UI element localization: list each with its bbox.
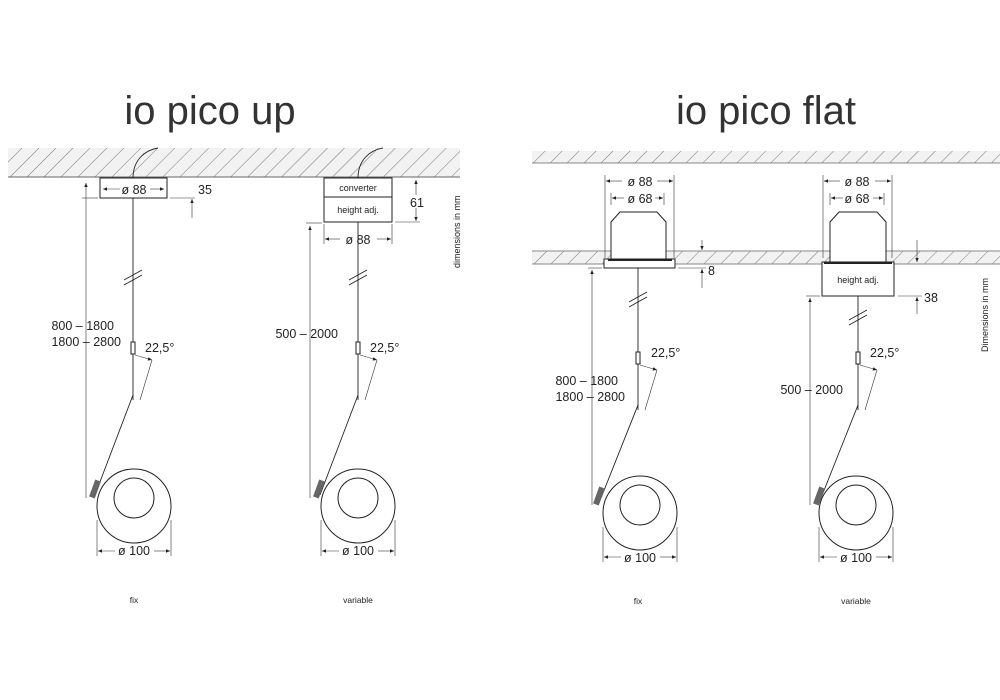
- flat-fix-drawing: ø 88 ø 68 8 22,5° 800 – 1800 1800 – 2800…: [555, 175, 715, 606]
- dim-diameter-outer: ø 88: [627, 175, 652, 189]
- canopy: [99, 177, 168, 199]
- units-label-up: dimensions in mm: [452, 195, 462, 268]
- units-label-flat: Dimensions in mm: [980, 278, 990, 352]
- dim-diameter-head: ø 100: [118, 544, 150, 558]
- dim-diameter-inner: ø 68: [844, 192, 869, 206]
- dim-diameter-top: ø 88: [121, 183, 146, 197]
- title-io-pico-flat: io pico flat: [676, 89, 856, 133]
- caption-variable: variable: [841, 596, 871, 606]
- dim-angle: 22,5°: [651, 346, 680, 360]
- caption-fix: fix: [634, 596, 643, 606]
- dim-height: 35: [198, 183, 212, 197]
- dim-length-1: 800 – 1800: [51, 319, 114, 333]
- dim-diameter-inner: ø 68: [627, 192, 652, 206]
- dim-diameter-head: ø 100: [624, 551, 656, 565]
- dim-height: 38: [924, 291, 938, 305]
- box-height-adj: height adj.: [837, 275, 879, 285]
- dim-length-1: 800 – 1800: [555, 374, 618, 388]
- flat-variable-drawing: ø 88 ø 68 height adj. 38 22,5° 500 – 200…: [780, 175, 938, 606]
- dim-height: 8: [708, 264, 715, 278]
- box-height-adj: height adj.: [337, 205, 379, 215]
- title-io-pico-up: io pico up: [124, 89, 295, 133]
- dim-angle: 22,5°: [370, 341, 399, 355]
- dim-length-2: 1800 – 2800: [51, 335, 121, 349]
- dim-angle: 22,5°: [870, 346, 899, 360]
- dim-diameter-outer: ø 88: [844, 175, 869, 189]
- dim-diameter-head: ø 100: [342, 544, 374, 558]
- dim-length: 500 – 2000: [275, 327, 338, 341]
- dim-height: 61: [410, 196, 424, 210]
- up-fix-drawing: ø 88 35 22,5° 800 – 1800 1800 – 2800 ø 1…: [51, 147, 212, 605]
- dim-angle: 22,5°: [145, 341, 174, 355]
- box-converter: converter: [339, 183, 377, 193]
- dim-length-2: 1800 – 2800: [555, 390, 625, 404]
- dim-length: 500 – 2000: [780, 383, 843, 397]
- caption-fix: fix: [130, 595, 139, 605]
- caption-variable: variable: [343, 595, 373, 605]
- up-variable-drawing: converter height adj. 61 ø 88 22,5° 500 …: [275, 147, 424, 605]
- dim-diameter-head: ø 100: [840, 551, 872, 565]
